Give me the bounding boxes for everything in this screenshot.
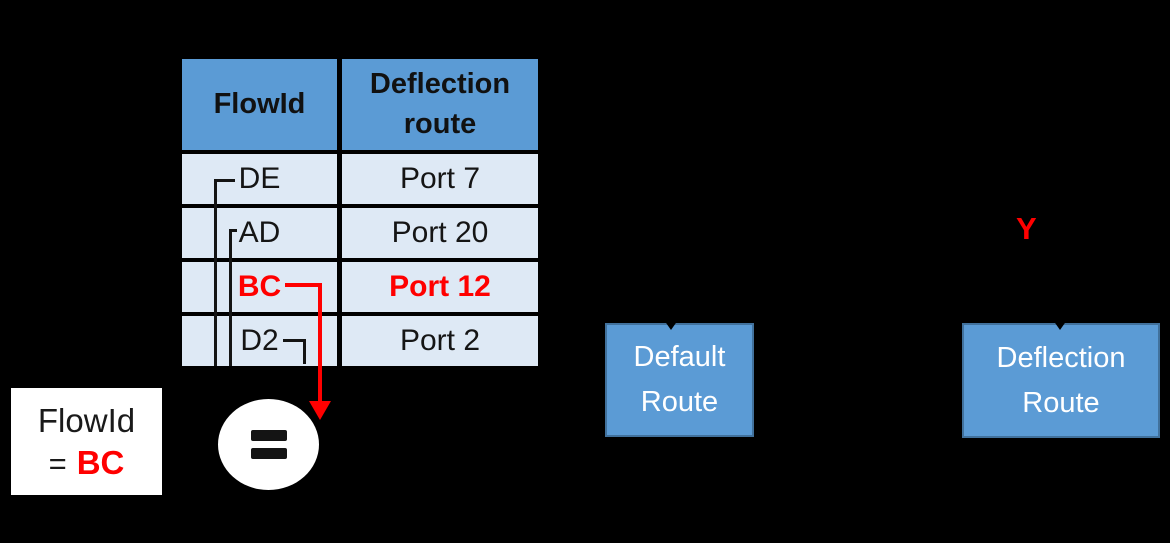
de-connector-vertical [214,179,217,366]
arrow-tip-notch [1053,320,1067,330]
equals-node [218,399,319,490]
table-header-deflection-route: Deflection route [342,59,538,150]
d2-connector-vertical [303,339,306,364]
bc-arrow-horizontal [285,283,322,287]
ad-connector-nub [229,229,237,232]
yes-branch-label: Y [1016,211,1037,246]
de-connector-horizontal [214,179,235,182]
table-cell-route-port12-highlighted: Port 12 [342,262,538,312]
flowid-match-box: FlowId = BC [11,388,162,495]
table-cell-route-port7: Port 7 [342,154,538,204]
arrow-tip-notch [664,320,678,330]
deflection-route-box: Deflection Route [962,323,1160,438]
d2-connector-horizontal [283,339,306,342]
table-cell-route-port20: Port 20 [342,208,538,258]
table-cell-flowid-de: DE [182,154,337,204]
flowid-match-field: FlowId [37,401,136,439]
ad-connector-vertical [229,229,232,366]
table-cell-flowid-bc-highlighted: BC [182,262,337,312]
bc-arrow-down-icon [309,401,331,420]
deflection-table: FlowId Deflection route DE Port 7 AD Por… [182,59,538,366]
table-cell-route-port2: Port 2 [342,316,538,366]
table-cell-flowid-d2: D2 [182,316,337,366]
equals-sign: = [48,445,67,481]
table-header-flowid: FlowId [182,59,337,150]
default-route-box: Default Route [605,323,754,437]
flowid-match-value: BC [76,443,125,481]
bc-arrow-vertical [318,283,322,404]
equals-icon [250,448,287,459]
flowid-match-expression: = BC [49,444,125,482]
equals-icon [250,430,287,441]
table-cell-flowid-ad: AD [182,208,337,258]
